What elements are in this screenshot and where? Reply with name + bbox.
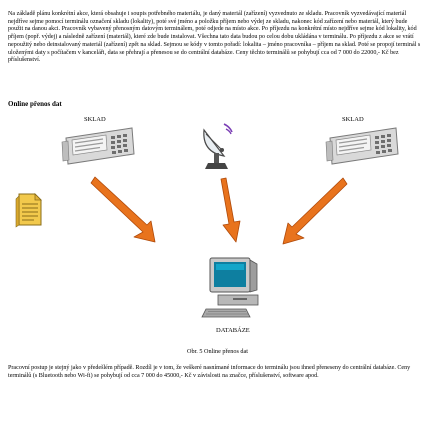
sklad-right-label: SKLAD	[342, 116, 364, 123]
intro-paragraph: Na základě plánu konkrétní akce, která o…	[8, 11, 421, 64]
database-computer-icon	[201, 257, 259, 318]
arrow-left-to-database	[90, 176, 156, 243]
section-heading: Online přenos dat	[8, 100, 62, 108]
terminal-right-icon	[325, 127, 399, 165]
terminal-left-icon	[61, 127, 135, 165]
satellite-dish-icon	[203, 123, 233, 169]
outro-paragraph: Pracovní postup je stejný jako v předešl…	[8, 365, 411, 379]
database-label: DATABÁZE	[216, 327, 250, 334]
document-icon	[15, 193, 42, 228]
sklad-left-label: SKLAD	[84, 116, 106, 123]
arrow-satellite-to-database	[220, 177, 241, 243]
figure-caption: Obr. 5 Online přenos dat	[186, 348, 248, 355]
arrow-right-to-database	[282, 177, 348, 245]
